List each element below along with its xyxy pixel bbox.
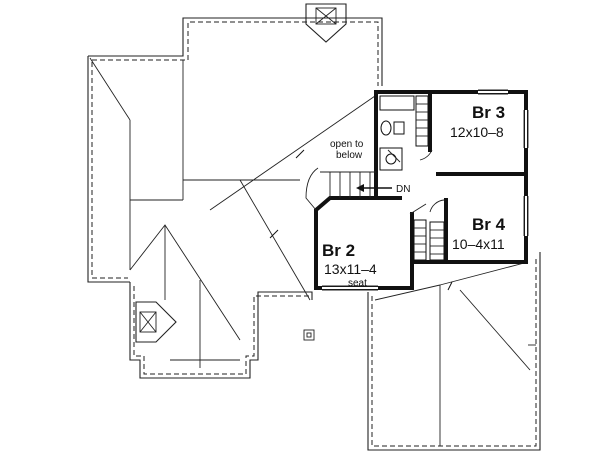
stair-down-label: DN	[396, 184, 410, 195]
windows	[322, 89, 529, 291]
seat-label: seat	[348, 278, 367, 289]
open-to-below-label-line1: open to	[330, 139, 364, 150]
room-dims-br4: 10–4x11	[452, 236, 505, 252]
closets	[413, 95, 445, 261]
roof-outline	[87, 17, 383, 379]
open-to-below-label-line2: below	[336, 150, 363, 161]
room-dims-br3: 12x10–8	[450, 124, 504, 140]
chimney-top	[305, 3, 347, 43]
room-name-br4: Br 4	[472, 215, 506, 234]
room-name-br3: Br 3	[472, 103, 505, 122]
bath-fixtures	[379, 95, 415, 171]
garage-roof	[367, 252, 541, 451]
stairs	[305, 167, 392, 211]
room-dims-br2: 13x11–4	[324, 261, 377, 277]
room-name-br2: Br 2	[322, 241, 355, 260]
post	[303, 329, 315, 341]
doors	[387, 149, 445, 215]
chimney-lower	[135, 301, 177, 343]
